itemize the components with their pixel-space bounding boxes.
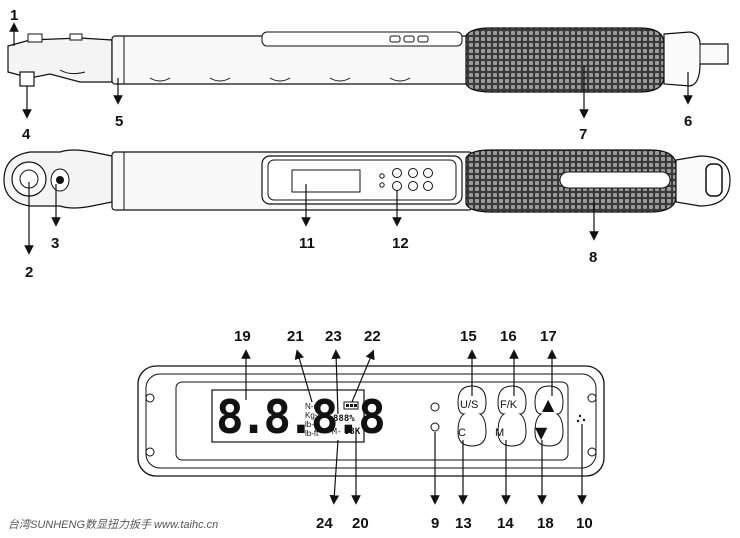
down-arrow-icon: ▼ [535,423,548,442]
callout-label-1: 1 [10,7,18,24]
display-panel-detail: 8.8.8.8 N-m Kg-cm lb-in lb-ft 888% M- 88… [137,365,605,477]
lcd-percent: 888% [333,414,355,424]
callout-3: 3 [51,184,61,252]
callout-8: 8 [589,202,599,266]
callout-label-16: 16 [500,328,517,345]
callout-label-4: 4 [22,126,31,143]
watermark: 台湾SUNHENG数显扭力扳手 www.taihc.cn [8,519,219,531]
callout-1: 1 [9,7,19,46]
callout-24: 24 [316,439,340,532]
display-housing-side [261,31,463,47]
callout-10: 10 [576,424,593,532]
ratchet-head-side [7,37,113,83]
button-pad-outline-left [457,385,487,447]
end-cap-side [663,31,729,87]
callout-5: 5 [113,78,123,130]
callout-label-19: 19 [234,328,251,345]
callout-label-9: 9 [431,515,439,532]
callout-label-21: 21 [287,328,304,345]
callout-18: 18 [537,440,554,532]
callout-label-24: 24 [316,515,333,532]
m-button-label: M [495,427,504,439]
lcd-screen-small [291,169,361,193]
callout-6: 6 [683,72,693,130]
callout-12: 12 [392,190,409,252]
led-indicator-bottom [430,422,440,432]
callout-4: 4 [22,86,32,143]
callout-21: 21 [287,328,313,403]
callout-20: 20 [351,432,369,532]
callout-17: 17 [540,328,557,396]
callout-label-23: 23 [325,328,342,345]
callout-label-13: 13 [455,515,472,532]
square-drive [19,71,35,87]
callout-2: 2 [24,182,34,281]
unit-kgcm: Kg-cm [305,411,328,420]
fk-button-label: F/K [500,399,518,411]
quick-release-button [27,33,43,43]
callout-label-10: 10 [576,515,593,532]
callout-15: 15 [460,328,477,396]
callout-label-14: 14 [497,515,514,532]
callout-14: 14 [497,440,514,532]
buzzer-icon [576,414,586,423]
callout-label-15: 15 [460,328,477,345]
hang-loop [705,163,723,197]
us-button[interactable]: U/S [460,399,478,411]
c-button-label: C [458,427,466,439]
callout-label-7: 7 [579,126,587,143]
wrench-front-view [3,149,731,213]
callout-label-5: 5 [115,113,123,130]
callout-19: 19 [234,328,251,400]
fk-button[interactable]: F/K [500,399,518,411]
callout-11: 11 [299,184,315,252]
panel-inner [145,373,597,469]
callout-13: 13 [455,440,472,532]
callout-label-22: 22 [364,328,381,345]
button-pad-outline-mid [497,385,527,447]
grip-slot [559,171,671,189]
callout-23: 23 [325,328,342,415]
callout-label-2: 2 [25,264,33,281]
callout-7: 7 [579,66,589,143]
button-pad-outline-right [534,385,564,447]
callout-22: 22 [351,328,381,403]
unit-lbin: lb-in [305,420,320,429]
led-indicator-top [430,402,440,412]
callout-16: 16 [500,328,519,396]
lcd-mode-label: M- [332,427,342,436]
unit-lbft: lb-ft [305,429,319,438]
lcd-main-digits: 8.8.8.8 [216,390,383,444]
callout-label-12: 12 [392,235,409,252]
callout-label-20: 20 [352,515,369,532]
callout-label-6: 6 [684,113,692,130]
us-button-label: U/S [460,399,478,411]
wrench-side-view [7,27,729,93]
unit-nm: N-m [305,402,320,411]
c-button[interactable]: C [458,427,466,439]
lcd-mode-value: 88K [344,427,361,437]
grip-side [465,27,665,93]
callout-label-18: 18 [537,515,554,532]
m-button[interactable]: M [495,427,504,439]
callout-label-8: 8 [589,249,597,266]
lcd-screen [211,389,365,443]
callout-label-11: 11 [299,235,315,252]
callout-9: 9 [430,432,440,532]
up-arrow-icon: ▲ [542,395,555,414]
battery-icon [343,401,359,410]
down-button[interactable]: ▼ [535,423,548,442]
callout-label-17: 17 [540,328,557,345]
up-button[interactable]: ▲ [542,395,555,414]
callout-label-3: 3 [51,235,59,252]
